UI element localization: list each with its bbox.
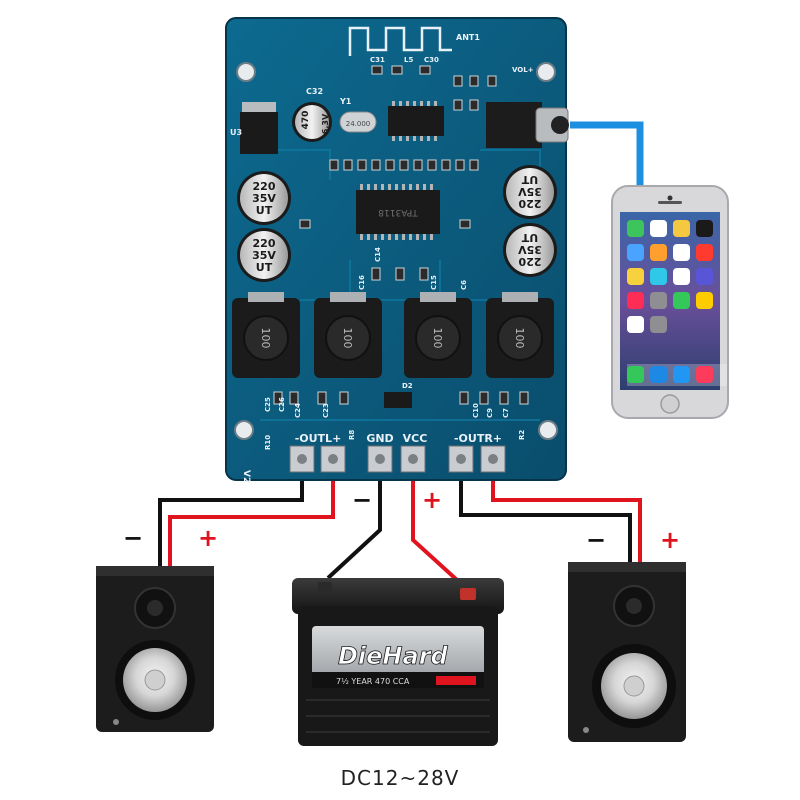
antenna-label: ANT1 bbox=[456, 33, 480, 42]
inductor-1: 100 bbox=[232, 292, 300, 378]
label-c30: C30 bbox=[424, 56, 439, 64]
smd-components bbox=[273, 65, 529, 405]
right-speaker bbox=[568, 562, 686, 742]
terminal-outr-minus[interactable] bbox=[448, 445, 474, 473]
svg-text:220: 220 bbox=[253, 180, 276, 193]
svg-text:6.3V: 6.3V bbox=[321, 113, 330, 134]
version-label: V2 bbox=[241, 470, 251, 483]
svg-text:100: 100 bbox=[431, 328, 444, 349]
audio-input-jack[interactable] bbox=[486, 102, 569, 148]
vol-label: VOL+ bbox=[512, 66, 534, 74]
left-speaker bbox=[96, 566, 214, 732]
pcb-antenna: ANT1 bbox=[348, 26, 480, 56]
svg-text:D2: D2 bbox=[402, 382, 413, 390]
svg-text:220: 220 bbox=[518, 255, 541, 268]
amplifier-board: ANT1 U3 470 6.3V C32 24.000 Y1 bbox=[225, 17, 569, 483]
svg-text:100: 100 bbox=[341, 328, 354, 349]
bulk-capacitor-left-top: 220 35V UT bbox=[237, 171, 291, 225]
terminal-label-vcc: VCC bbox=[403, 432, 428, 445]
right-speaker-plus-sign: + bbox=[660, 526, 680, 554]
label-r8: R8 bbox=[348, 430, 356, 440]
bulk-capacitor-left-bottom: 220 35V UT bbox=[237, 228, 291, 282]
crystal: 24.000 Y1 bbox=[339, 97, 377, 133]
label-c10: C10 bbox=[472, 403, 480, 418]
label-c26: C26 bbox=[278, 397, 286, 412]
svg-text:220: 220 bbox=[253, 237, 276, 250]
inductor-4: 100 bbox=[486, 292, 554, 378]
svg-text:UT: UT bbox=[256, 204, 273, 217]
inductor-3: 100 bbox=[404, 292, 472, 378]
left-speaker-minus-sign: − bbox=[123, 524, 143, 552]
label-r10: R10 bbox=[264, 435, 272, 450]
battery-wires bbox=[326, 470, 470, 592]
svg-text:UT: UT bbox=[256, 261, 273, 274]
svg-text:UT: UT bbox=[521, 231, 538, 244]
label-c24: C24 bbox=[294, 403, 302, 418]
terminal-outr-plus[interactable] bbox=[480, 445, 506, 473]
cap-c32-label: C32 bbox=[306, 87, 323, 96]
battery-label bbox=[312, 626, 484, 678]
bulk-capacitor-right-top: 220 35V UT bbox=[503, 165, 557, 219]
inductor-2: 100 bbox=[314, 292, 382, 378]
svg-text:470: 470 bbox=[301, 111, 311, 130]
terminal-vcc[interactable] bbox=[400, 445, 426, 473]
audio-cable bbox=[570, 121, 644, 195]
label-c14: C14 bbox=[374, 247, 382, 262]
positive-post bbox=[460, 588, 476, 600]
battery-minus-sign: − bbox=[352, 486, 372, 514]
label-c15: C15 bbox=[430, 275, 438, 290]
terminal-label-outl: -OUTL+ bbox=[295, 432, 342, 445]
left-speaker-plus-sign: + bbox=[198, 524, 218, 552]
terminal-pads bbox=[289, 445, 506, 473]
svg-text:UT: UT bbox=[521, 173, 538, 186]
svg-text:35V: 35V bbox=[518, 243, 542, 256]
bluetooth-chip bbox=[388, 101, 444, 141]
terminal-outl-minus[interactable] bbox=[289, 445, 315, 473]
label-l5: L5 bbox=[404, 56, 413, 64]
svg-text:100: 100 bbox=[259, 328, 272, 349]
svg-text:35V: 35V bbox=[252, 249, 276, 262]
voltage-caption: DC12~28V bbox=[340, 766, 460, 790]
negative-post bbox=[318, 582, 332, 592]
right-speaker-minus-sign: − bbox=[586, 526, 606, 554]
svg-text:100: 100 bbox=[513, 328, 526, 349]
left-speaker-wires bbox=[158, 470, 335, 570]
svg-text:TPA3118: TPA3118 bbox=[378, 207, 419, 217]
label-c31: C31 bbox=[370, 56, 385, 64]
label-c25: C25 bbox=[264, 397, 272, 412]
smartphone bbox=[611, 185, 729, 419]
right-speaker-wires bbox=[459, 470, 642, 570]
app-icon-grid bbox=[627, 220, 727, 386]
crystal-label: Y1 bbox=[339, 97, 352, 106]
label-c23: C23 bbox=[322, 403, 330, 418]
svg-text:35V: 35V bbox=[518, 185, 542, 198]
label-c9: C9 bbox=[486, 408, 494, 418]
bulk-capacitor-right-bottom: 220 35V UT bbox=[503, 223, 557, 277]
svg-text:220: 220 bbox=[518, 197, 541, 210]
label-r2: R2 bbox=[518, 430, 526, 440]
cap-c32: 470 6.3V C32 bbox=[292, 87, 332, 142]
terminal-label-gnd: GND bbox=[366, 432, 393, 445]
car-battery: DieHard 7½ YEAR 470 CCA bbox=[292, 578, 504, 746]
mounting-holes bbox=[234, 62, 558, 440]
svg-text:35V: 35V bbox=[252, 192, 276, 205]
voltage-regulator: U3 bbox=[230, 102, 278, 154]
battery-plus-sign: + bbox=[422, 486, 442, 514]
label-c16: C16 bbox=[358, 275, 366, 290]
label-c6: C6 bbox=[460, 280, 468, 290]
terminal-label-outr: -OUTR+ bbox=[454, 432, 502, 445]
terminal-gnd[interactable] bbox=[367, 445, 393, 473]
terminal-outl-plus[interactable] bbox=[320, 445, 346, 473]
battery-brand: DieHard bbox=[338, 642, 449, 670]
svg-text:24.000: 24.000 bbox=[346, 120, 371, 128]
diode: D2 bbox=[384, 382, 413, 408]
battery-strip: 7½ YEAR 470 CCA bbox=[336, 677, 410, 686]
label-c7: C7 bbox=[502, 408, 510, 418]
home-button[interactable] bbox=[660, 394, 680, 414]
amplifier-chip: TPA3118 bbox=[356, 184, 440, 240]
regulator-label: U3 bbox=[230, 128, 242, 137]
